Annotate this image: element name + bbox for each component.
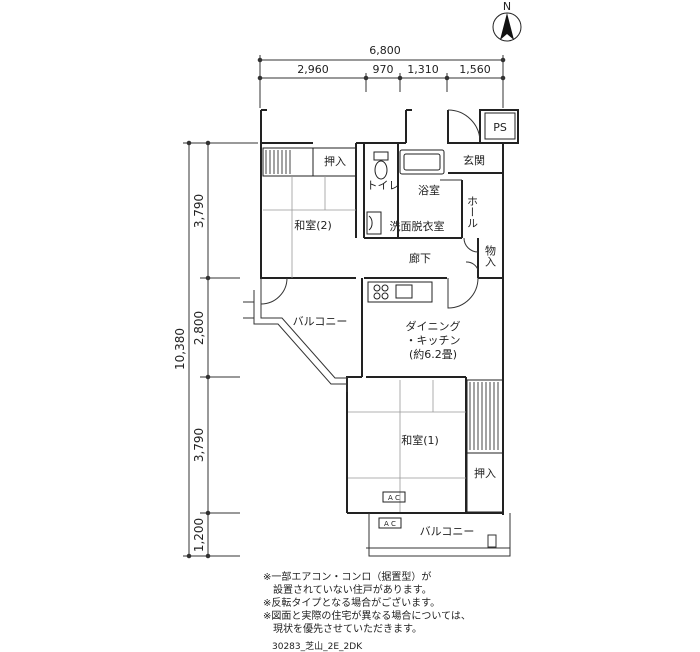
doors	[260, 109, 481, 309]
side-balcony	[243, 290, 348, 392]
north-arrow-icon: N	[492, 0, 522, 42]
total-width-label: 6,800	[369, 44, 401, 57]
wash-basin-icon	[366, 211, 382, 235]
hall-label: ホール	[466, 195, 479, 228]
north-label: N	[503, 0, 511, 13]
dk-label-line3: (約6.2畳)	[409, 347, 457, 361]
japanese-room-2-label: 和室(2)	[294, 218, 332, 232]
entrance-label: 玄関	[463, 153, 485, 167]
tatami-lines	[263, 176, 466, 512]
storage-label: 物入	[484, 244, 497, 267]
washroom-label: 洗面脱衣室	[390, 219, 445, 233]
ac-inner-label: A C	[388, 494, 400, 502]
plan-code: 30283_芝山_2E_2DK	[272, 642, 363, 652]
closet-hatch-bottom	[466, 379, 504, 513]
note-line: ※一部エアコン・コンロ（据置型）が	[263, 572, 432, 583]
depth-segment-3: 3,790	[192, 428, 206, 462]
dk-label-line1: ダイニング	[406, 319, 461, 333]
bottom-balcony	[366, 513, 511, 557]
note-line: ※図面と実際の住宅が異なる場合については、	[263, 611, 471, 622]
width-segment-4: 1,560	[459, 63, 491, 76]
japanese-room-1-label: 和室(1)	[401, 433, 439, 447]
closet-bottom-label: 押入	[474, 466, 496, 480]
ac-outer-label: A C	[384, 520, 396, 528]
bath-label: 浴室	[418, 183, 440, 197]
closet-hatch-top	[262, 147, 357, 177]
width-segment-2: 970	[373, 63, 394, 76]
ps-box	[484, 112, 516, 140]
left-dimensions	[183, 140, 258, 559]
depth-segment-4: 1,200	[192, 518, 206, 552]
corridor-label: 廊下	[409, 251, 431, 265]
ac-unit-inner	[382, 491, 406, 503]
top-dimensions	[257, 55, 506, 108]
note-line: 設置されていない住戸があります。	[263, 585, 432, 596]
note-line: 現状を優先させていただきます。	[263, 624, 422, 635]
kitchen-counter-icon	[367, 281, 433, 303]
dk-label-line2: ・キッチン	[406, 334, 461, 347]
ac-unit-outer	[378, 517, 402, 529]
note-line: ※反転タイプとなる場合がございます。	[263, 598, 441, 609]
width-segment-3: 1,310	[407, 63, 439, 76]
depth-segment-1: 3,790	[192, 194, 206, 228]
closet-top-label: 押入	[324, 154, 346, 168]
bottom-balcony-label: バルコニー	[420, 525, 475, 538]
bathtub-icon	[399, 149, 445, 175]
total-depth-label: 10,380	[173, 328, 187, 370]
side-balcony-label: バルコニー	[293, 315, 348, 328]
depth-segment-2: 2,800	[192, 311, 206, 345]
walls	[260, 109, 519, 515]
toilet-icon	[373, 151, 389, 180]
width-segment-1: 2,960	[297, 63, 329, 76]
notes: ※一部エアコン・コンロ（据置型）が 設置されていない住戸があります。 ※反転タイ…	[263, 571, 471, 636]
ps-label: PS	[493, 121, 507, 134]
toilet-label: トイレ	[367, 179, 400, 192]
